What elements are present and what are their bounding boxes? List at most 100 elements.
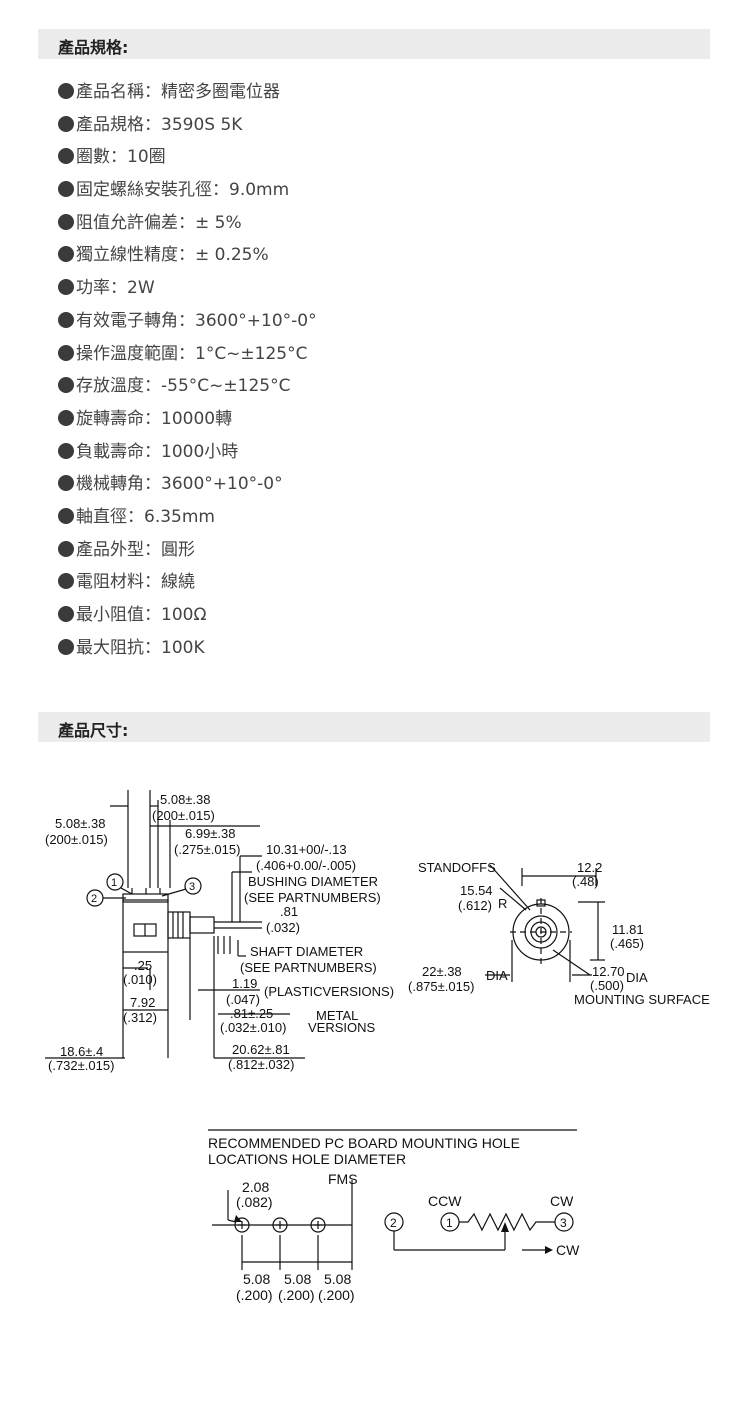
spec-label: 固定螺絲安裝孔徑 <box>76 180 212 201</box>
spec-label: 圈數 <box>76 147 110 168</box>
spec-separator: ： <box>144 637 161 658</box>
dim-1181: 11.81 <box>612 922 644 937</box>
spec-item: 旋轉壽命：10000轉 <box>58 405 317 438</box>
mounting-surface-label: MOUNTING SURFACE <box>574 992 710 1007</box>
bullet-icon <box>58 213 74 230</box>
see-partnumbers-2: (SEE PARTNUMBERS) <box>240 960 377 975</box>
spec-separator: ： <box>178 212 195 233</box>
dim-508-top: 5.08±.38 <box>160 792 211 807</box>
cw-label-top: CW <box>550 1193 574 1209</box>
dim-792-in: (.312) <box>123 1010 157 1025</box>
dim-508-left: 5.08±.38 <box>55 816 106 831</box>
cw-arrow-label: CW <box>556 1242 580 1258</box>
spec-value: 6.35mm <box>144 506 215 527</box>
spec-separator: ： <box>144 605 161 625</box>
spec-value: 線繞 <box>161 572 195 593</box>
bullet-icon <box>58 83 74 99</box>
pitch-2: 5.08 <box>284 1271 311 1287</box>
bullet-icon <box>58 181 74 198</box>
bullet-icon <box>58 638 74 655</box>
dim-508-left-in: (200±.015) <box>45 832 108 847</box>
dia-label-2: DIA <box>626 970 648 985</box>
spec-value: 3590S 5K <box>161 114 243 135</box>
spec-item: 圈數：10圈 <box>58 143 317 176</box>
dim-186-in: (.732±.015) <box>48 1058 114 1073</box>
spec-label: 有效電子轉角 <box>76 310 178 331</box>
dim-208: 2.08 <box>242 1179 269 1195</box>
spec-separator: ： <box>144 376 161 397</box>
pin-3-label: 3 <box>189 881 195 893</box>
dim-699: 6.99±.38 <box>185 826 236 841</box>
bullet-icon <box>58 115 74 132</box>
spec-value: 10000轉 <box>161 408 233 429</box>
spec-item: 產品外型：圓形 <box>58 536 317 569</box>
bullet-icon <box>58 344 74 361</box>
spec-label: 最小阻值 <box>76 605 144 625</box>
dim-1554: 15.54 <box>460 883 493 898</box>
metal-label-1: METAL <box>316 1008 358 1023</box>
spec-label: 產品規格 <box>76 114 144 135</box>
dim-1270: 12.70 <box>592 964 625 979</box>
bullet-icon <box>58 279 74 296</box>
spec-label: 產品名稱 <box>76 82 144 102</box>
spec-label: 功率 <box>76 278 110 299</box>
spec-separator: ： <box>144 408 161 429</box>
dim-1554-in: (.612) <box>458 898 492 913</box>
spec-item: 獨立線性精度：± 0.25% <box>58 241 317 274</box>
spec-value: 3600°+10°-0° <box>161 474 283 495</box>
dim-81-25-in: (.032±.010) <box>220 1020 286 1035</box>
spec-item: 最小阻值：100Ω <box>58 601 317 634</box>
dim-22: 22±.38 <box>422 964 462 979</box>
pitch-2-in: (.200) <box>278 1287 315 1303</box>
dim-1031: 10.31+00/-.13 <box>266 842 347 857</box>
dim-22-in: (.875±.015) <box>408 979 474 994</box>
spec-label: 機械轉角 <box>76 474 144 495</box>
dim-81-in: (.032) <box>266 920 300 935</box>
bullet-icon <box>58 377 74 394</box>
r-label: R <box>498 896 507 911</box>
pin-1-label: 1 <box>111 877 117 889</box>
spec-separator: ： <box>144 82 161 102</box>
sch-pin-1-label: 1 <box>446 1216 453 1230</box>
spec-separator: ： <box>110 147 127 168</box>
spec-value: 精密多圈電位器 <box>161 82 280 102</box>
spec-item: 負載壽命：1000小時 <box>58 438 317 471</box>
spec-value: 1000小時 <box>161 441 239 462</box>
spec-value: 3600°+10°-0° <box>195 310 317 331</box>
dim-25: .25 <box>134 958 152 973</box>
dim-25-in: (.010) <box>123 972 157 987</box>
spec-separator: ： <box>178 310 195 331</box>
pcb-title-line-2: LOCATIONS HOLE DIAMETER <box>208 1151 406 1167</box>
see-partnumbers-1: (SEE PARTNUMBERS) <box>244 890 381 905</box>
dim-122-in: (.48) <box>572 874 599 889</box>
bullet-icon <box>58 442 74 459</box>
dim-186: 18.6±.4 <box>60 1044 103 1059</box>
spec-item: 操作溫度範圍：1°C~±125°C <box>58 340 317 373</box>
spec-value: ± 0.25% <box>195 245 269 266</box>
spec-item: 機械轉角：3600°+10°-0° <box>58 470 317 503</box>
dim-81-25: .81±.25 <box>230 1006 273 1021</box>
bullet-icon <box>58 540 74 557</box>
dim-1270-in: (.500) <box>590 978 624 993</box>
spec-item: 存放溫度：-55°C~±125°C <box>58 372 317 405</box>
dimension-drawing: 5.08±.38 (200±.015) 5.08±.38 (200±.015) … <box>45 790 710 1303</box>
bullet-icon <box>58 148 74 165</box>
spec-value: 2W <box>127 278 155 299</box>
specs-section-title: 產品規格: <box>58 38 129 57</box>
bullet-icon <box>58 246 74 263</box>
spec-separator: ： <box>178 245 195 266</box>
spec-label: 旋轉壽命 <box>76 408 144 429</box>
spec-item: 功率：2W <box>58 274 317 307</box>
spec-label: 獨立線性精度 <box>76 245 178 266</box>
spec-label: 軸直徑 <box>76 506 127 527</box>
bullet-icon <box>58 573 74 590</box>
spec-value: 10圈 <box>127 147 166 168</box>
bullet-icon <box>58 507 74 524</box>
spec-item: 最大阻抗：100K <box>58 634 317 667</box>
bullet-icon <box>58 311 74 328</box>
pitch-1: 5.08 <box>243 1271 270 1287</box>
spec-label: 最大阻抗 <box>76 637 144 658</box>
dim-792: 7.92 <box>130 995 155 1010</box>
dim-699-in: (.275±.015) <box>174 842 240 857</box>
